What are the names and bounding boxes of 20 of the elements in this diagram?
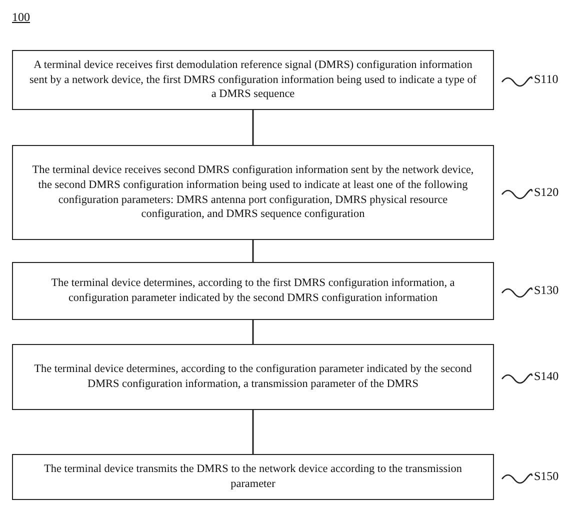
step-number: S110 — [534, 72, 558, 87]
connector-line — [252, 240, 254, 262]
step-number: S130 — [534, 283, 559, 298]
step-text: A terminal device receives first demodulation reference signal (DMRS) configuration information sent by a network device, the first DMRS configuration information being used to indicate a type of a DMRS sequence — [28, 58, 478, 102]
process-box — [12, 454, 494, 500]
process-box — [12, 145, 494, 240]
step-text: The terminal device receives second DMRS configuration information sent by the network device, the second DMRS configuration information being used to indicate at least one of the following configuration parameters: DMRS antenna port configuration, DMRS physical resource configuration, and DMRS sequence configuration — [31, 163, 475, 222]
step-number: S120 — [534, 184, 559, 200]
connector-line — [252, 320, 254, 344]
process-box — [12, 262, 494, 320]
step-text: The terminal device determines, according to the first DMRS configuration information, a configuration parameter indicated by the second DMRS configuration information — [50, 276, 456, 306]
step-text: The terminal device determines, according to the configuration parameter indicated by the second DMRS configuration information, a transmission parameter of the DMRS — [33, 362, 473, 392]
step-number: S140 — [534, 369, 559, 384]
figure-number: 100 — [12, 10, 30, 25]
step-number: S150 — [534, 469, 559, 484]
process-box — [12, 50, 494, 110]
step-text: The terminal device transmits the DMRS to the network device according to the transmission parameter — [43, 462, 463, 492]
connector-line — [252, 110, 254, 145]
connector-line — [252, 410, 254, 454]
process-box — [12, 344, 494, 410]
